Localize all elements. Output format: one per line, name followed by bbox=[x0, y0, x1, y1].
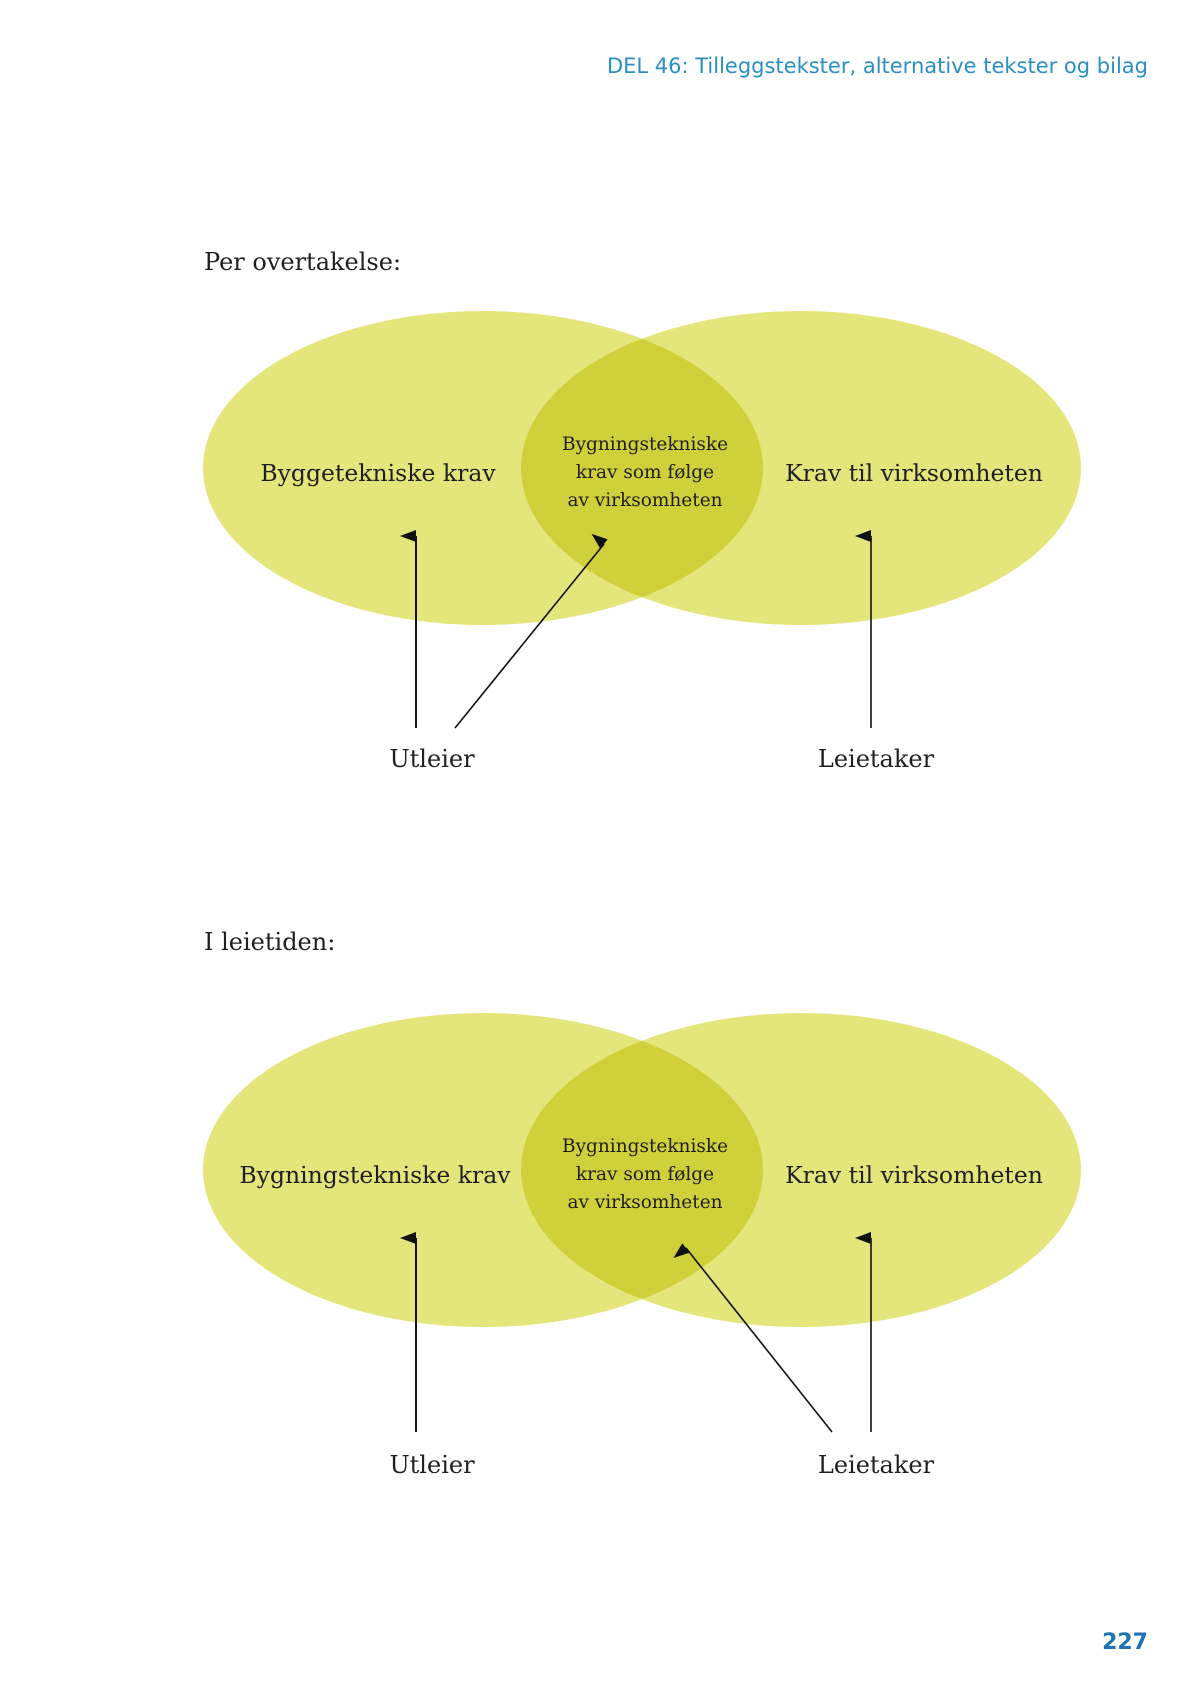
overlap-label-line-2: krav som følge bbox=[576, 1164, 714, 1185]
actor-utleier: Utleier bbox=[389, 745, 475, 773]
right-circle-label: Krav til virksomheten bbox=[785, 459, 1043, 487]
overlap-label-line-1: Bygningstekniske bbox=[562, 434, 728, 455]
overlap-label-line-3: av virksomheten bbox=[567, 1192, 722, 1213]
page-number: 227 bbox=[1102, 1630, 1148, 1655]
diagram-2-heading: I leietiden: bbox=[204, 928, 336, 956]
left-circle-label: Byggetekniske krav bbox=[260, 459, 496, 487]
arrow-utleier-to-overlap bbox=[454, 533, 608, 729]
right-circle-label: Krav til virksomheten bbox=[785, 1161, 1043, 1189]
overlap-label-line-2: krav som følge bbox=[576, 462, 714, 483]
arrow-leietaker-to-overlap bbox=[673, 1243, 833, 1433]
overlap-region bbox=[521, 311, 763, 625]
overlap-region bbox=[521, 1013, 763, 1327]
overlap-label-line-1: Bygningstekniske bbox=[562, 1136, 728, 1157]
actor-leietaker: Leietaker bbox=[818, 1451, 935, 1479]
venn-diagram-2: Bygningstekniske krav Krav til virksomhe… bbox=[203, 1013, 1081, 1479]
actor-utleier: Utleier bbox=[389, 1451, 475, 1479]
left-circle-label: Bygningstekniske krav bbox=[239, 1161, 511, 1189]
running-head: DEL 46: Tilleggstekster, alternative tek… bbox=[606, 54, 1148, 78]
diagram-1-heading: Per overtakelse: bbox=[204, 248, 402, 276]
overlap-label-line-3: av virksomheten bbox=[567, 490, 722, 511]
venn-diagram-1: Byggetekniske krav Krav til virksomheten… bbox=[203, 311, 1081, 773]
actor-leietaker: Leietaker bbox=[818, 745, 935, 773]
